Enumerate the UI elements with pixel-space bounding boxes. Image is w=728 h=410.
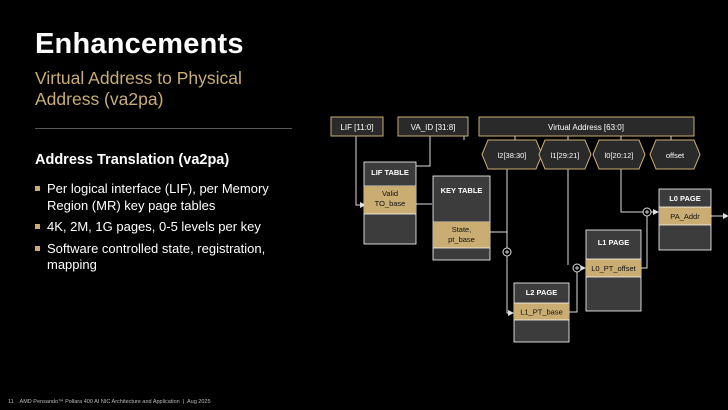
- l2-page: L2 PAGE L1_PT_base: [513, 282, 570, 343]
- va-field-l2: l2[38:30]: [481, 139, 543, 170]
- section-title: Address Translation (va2pa): [35, 152, 230, 168]
- key-table: KEY TABLE State, pt_base: [432, 175, 491, 261]
- input-virtual-address-label: Virtual Address [63:0]: [548, 123, 624, 132]
- l0-page: L0 PAGE PA_Addr: [658, 188, 712, 251]
- footer-text: AMD Pensando™ Pollara 400 AI NIC Archite…: [19, 399, 211, 405]
- l1-page-title: L1 PAGE: [598, 238, 630, 247]
- l1-page: L1 PAGE L0_PT_offset: [585, 229, 642, 312]
- l1-page-entry: L0_PT_offset: [591, 264, 636, 273]
- key-table-title: KEY TABLE: [441, 186, 483, 195]
- input-va-id-label: VA_ID [31:8]: [411, 123, 456, 132]
- page-number: 11: [8, 399, 14, 405]
- lif-table-entry: Valid TO_base: [374, 189, 406, 208]
- input-lif: LIF [11:0]: [330, 116, 384, 137]
- l2-page-entry: L1_PT_base: [520, 308, 563, 317]
- input-virtual-address: Virtual Address [63:0]: [478, 116, 695, 137]
- va-field-l0: l0[20:12]: [592, 139, 646, 170]
- slide-title: Enhancements: [35, 28, 244, 60]
- slide-subtitle: Virtual Address to Physical Address (va2…: [35, 68, 242, 109]
- va-field-l1: l1[29:21]: [538, 139, 592, 170]
- l0-page-title: L0 PAGE: [669, 194, 701, 203]
- title-divider: [35, 128, 292, 129]
- va-field-l1-label: l1[29:21]: [551, 151, 580, 160]
- key-table-entry: State, pt_base: [448, 225, 475, 244]
- va-field-l0-label: l0[20:12]: [605, 151, 634, 160]
- va-field-offset-label: offset: [666, 151, 685, 160]
- l2-page-title: L2 PAGE: [526, 288, 558, 297]
- bullet-item: Per logical interface (LIF), per Memory …: [35, 181, 305, 214]
- va-field-l2-label: l2[38:30]: [498, 151, 527, 160]
- bullet-item: Software controlled state, registration,…: [35, 241, 305, 274]
- input-va-id: VA_ID [31:8]: [397, 116, 469, 137]
- input-lif-label: LIF [11:0]: [340, 123, 373, 132]
- lif-table: LIF TABLE Valid TO_base: [363, 161, 417, 245]
- slide-footer: 11 AMD Pensando™ Pollara 400 AI NIC Arch…: [8, 399, 211, 405]
- bullet-list: Per logical interface (LIF), per Memory …: [35, 181, 305, 279]
- bullet-item: 4K, 2M, 1G pages, 0-5 levels per key: [35, 219, 305, 236]
- va-field-offset: offset: [649, 139, 701, 170]
- lif-table-title: LIF TABLE: [371, 168, 409, 177]
- l0-page-entry: PA_Addr: [670, 212, 700, 221]
